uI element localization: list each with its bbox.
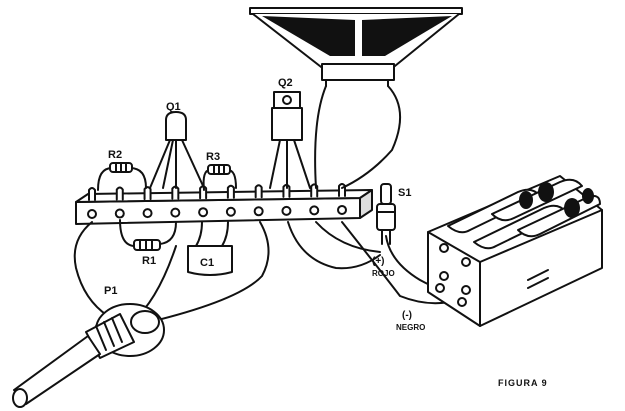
terminal-lug (254, 184, 263, 199)
wires (73, 85, 459, 323)
label-p1: P1 (104, 285, 117, 297)
label-positive-sign: (+) (372, 256, 385, 267)
label-positive-color: ROJO (372, 269, 395, 278)
transistor-q1 (149, 111, 205, 189)
label-negative-color: NEGRO (396, 323, 425, 332)
label-negative-sign: (-) (402, 310, 412, 321)
terminal-hole (198, 207, 209, 218)
resistor-r2 (97, 162, 147, 191)
terminal-hole (87, 209, 97, 219)
terminal-hole (170, 207, 181, 218)
resistor-r3 (202, 164, 237, 191)
terminal-hole (281, 205, 292, 216)
switch-s1 (376, 183, 396, 245)
terminal-lug (338, 182, 346, 197)
potentiometer-p1 (12, 303, 165, 408)
label-c1: C1 (200, 257, 214, 269)
terminal-lug (88, 187, 96, 201)
label-r3: R3 (206, 151, 220, 163)
label-q2: Q2 (278, 77, 293, 89)
terminal-lug (115, 186, 124, 201)
figure-caption: FIGURA 9 (498, 378, 548, 388)
terminal-hole (253, 206, 264, 217)
terminal-hole (309, 205, 320, 216)
label-r1: R1 (142, 255, 156, 267)
label-s1: S1 (398, 187, 411, 199)
resistor-r1 (119, 219, 177, 251)
capacitor-c1 (187, 221, 233, 276)
terminal-lug (226, 184, 235, 199)
terminal-lugs (87, 182, 347, 219)
transistor-q2 (269, 91, 311, 189)
battery-holder (427, 175, 603, 327)
terminal-lug (143, 186, 152, 201)
terminal-hole (225, 206, 236, 217)
label-r2: R2 (108, 149, 122, 161)
label-q1: Q1 (166, 101, 181, 113)
terminal-hole (337, 204, 347, 215)
terminal-hole (114, 208, 125, 219)
labels: Q1 Q2 R2 R3 R1 C1 P1 S1 (+) ROJO (-) NEG… (104, 77, 548, 388)
speaker (249, 7, 463, 87)
terminal-hole (142, 208, 153, 219)
